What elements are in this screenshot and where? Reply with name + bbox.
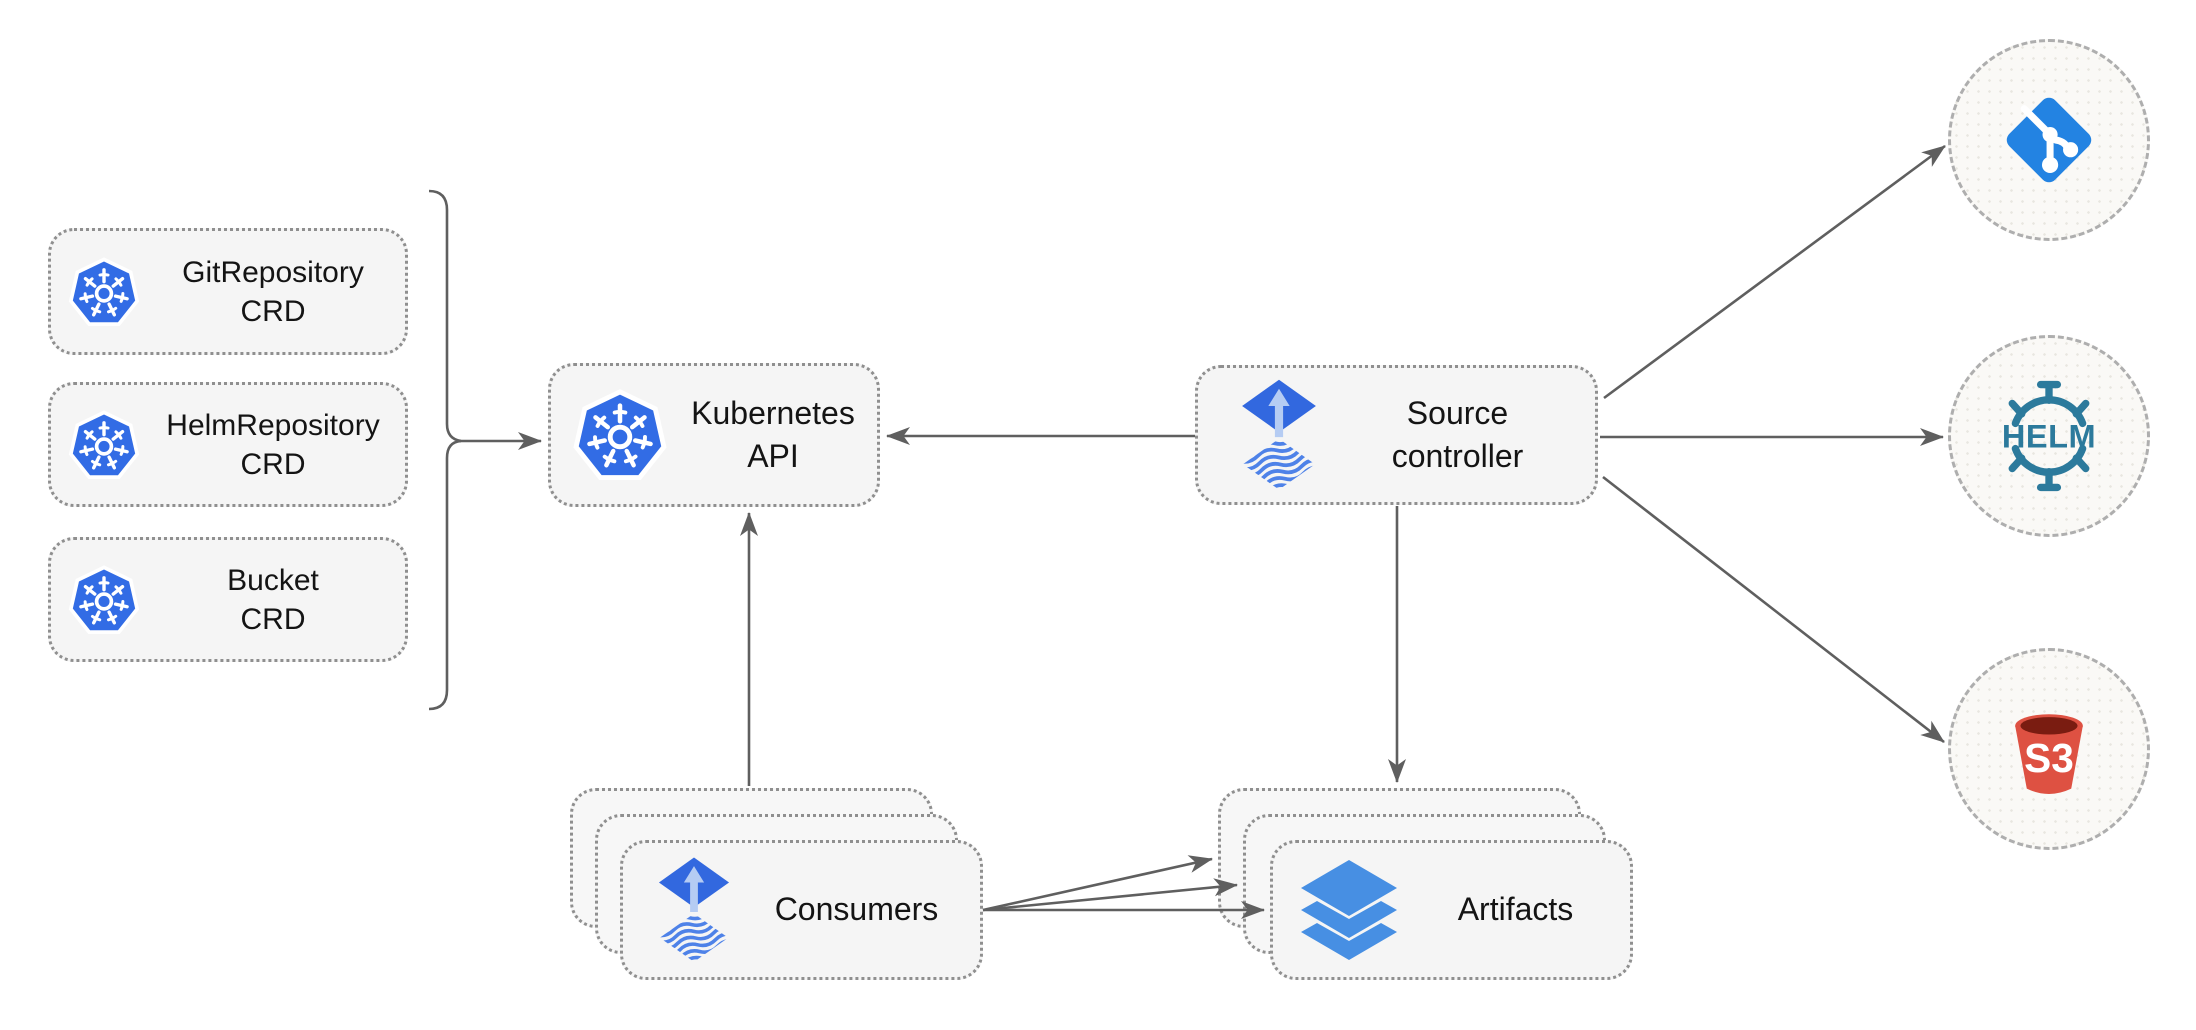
kubernetes-icon	[67, 408, 141, 482]
s3-logo-text: S3	[2024, 735, 2074, 781]
node-label: Consumers	[774, 891, 939, 928]
crd-label-line2: CRD	[240, 447, 306, 481]
node-label: Bucket CRD	[141, 561, 405, 639]
node-label: Artifacts	[1457, 891, 1574, 928]
node-consumers: Consumers	[620, 840, 983, 980]
kubernetes-icon	[571, 386, 669, 484]
node-kubernetes-api: Kubernetes API	[548, 363, 880, 507]
crd-label-line2: CRD	[240, 294, 306, 328]
node-external-s3: S3	[1948, 648, 2150, 850]
source-controller-label-line2: controller	[1391, 438, 1524, 474]
layers-icon	[1297, 858, 1401, 962]
node-label: Kubernetes API	[691, 394, 855, 474]
node-artifacts: Artifacts	[1270, 840, 1633, 980]
node-label: Source controller	[1320, 392, 1595, 478]
s3-bucket-icon: S3	[1991, 691, 2107, 807]
node-external-git	[1948, 39, 2150, 241]
crd-group-bracket-bottom	[428, 439, 462, 711]
crd-label-line1: HelmRepository	[166, 408, 380, 442]
edge-source-controller-to-s3	[1602, 475, 1945, 744]
node-source-controller: Source controller	[1195, 365, 1598, 505]
helm-logo-text: HELM	[2002, 419, 2096, 455]
git-icon	[1995, 86, 2103, 194]
edge-consumers-to-artifacts-2	[982, 878, 1238, 912]
crd-label-line1: Bucket	[227, 563, 319, 597]
edge-consumers-to-artifacts-1	[982, 855, 1213, 912]
helm-icon: HELM	[1986, 373, 2112, 499]
crd-label-line1: GitRepository	[182, 255, 364, 289]
source-controller-label-line1: Source	[1406, 394, 1509, 431]
crd-group-bracket-top	[428, 189, 462, 443]
flux-icon	[1238, 378, 1320, 493]
flux-icon	[655, 856, 733, 965]
kubernetes-icon	[67, 255, 141, 329]
node-external-helm: HELM	[1948, 335, 2150, 537]
node-bucket-crd: Bucket CRD	[48, 537, 408, 662]
edge-source-controller-to-git	[1603, 144, 1946, 400]
node-gitrepository-crd: GitRepository CRD	[48, 228, 408, 355]
node-helmrepository-crd: HelmRepository CRD	[48, 382, 408, 507]
node-label: HelmRepository CRD	[141, 406, 405, 484]
kubernetes-icon	[67, 563, 141, 637]
crd-label-line2: CRD	[240, 602, 306, 636]
node-label: GitRepository CRD	[141, 253, 405, 331]
